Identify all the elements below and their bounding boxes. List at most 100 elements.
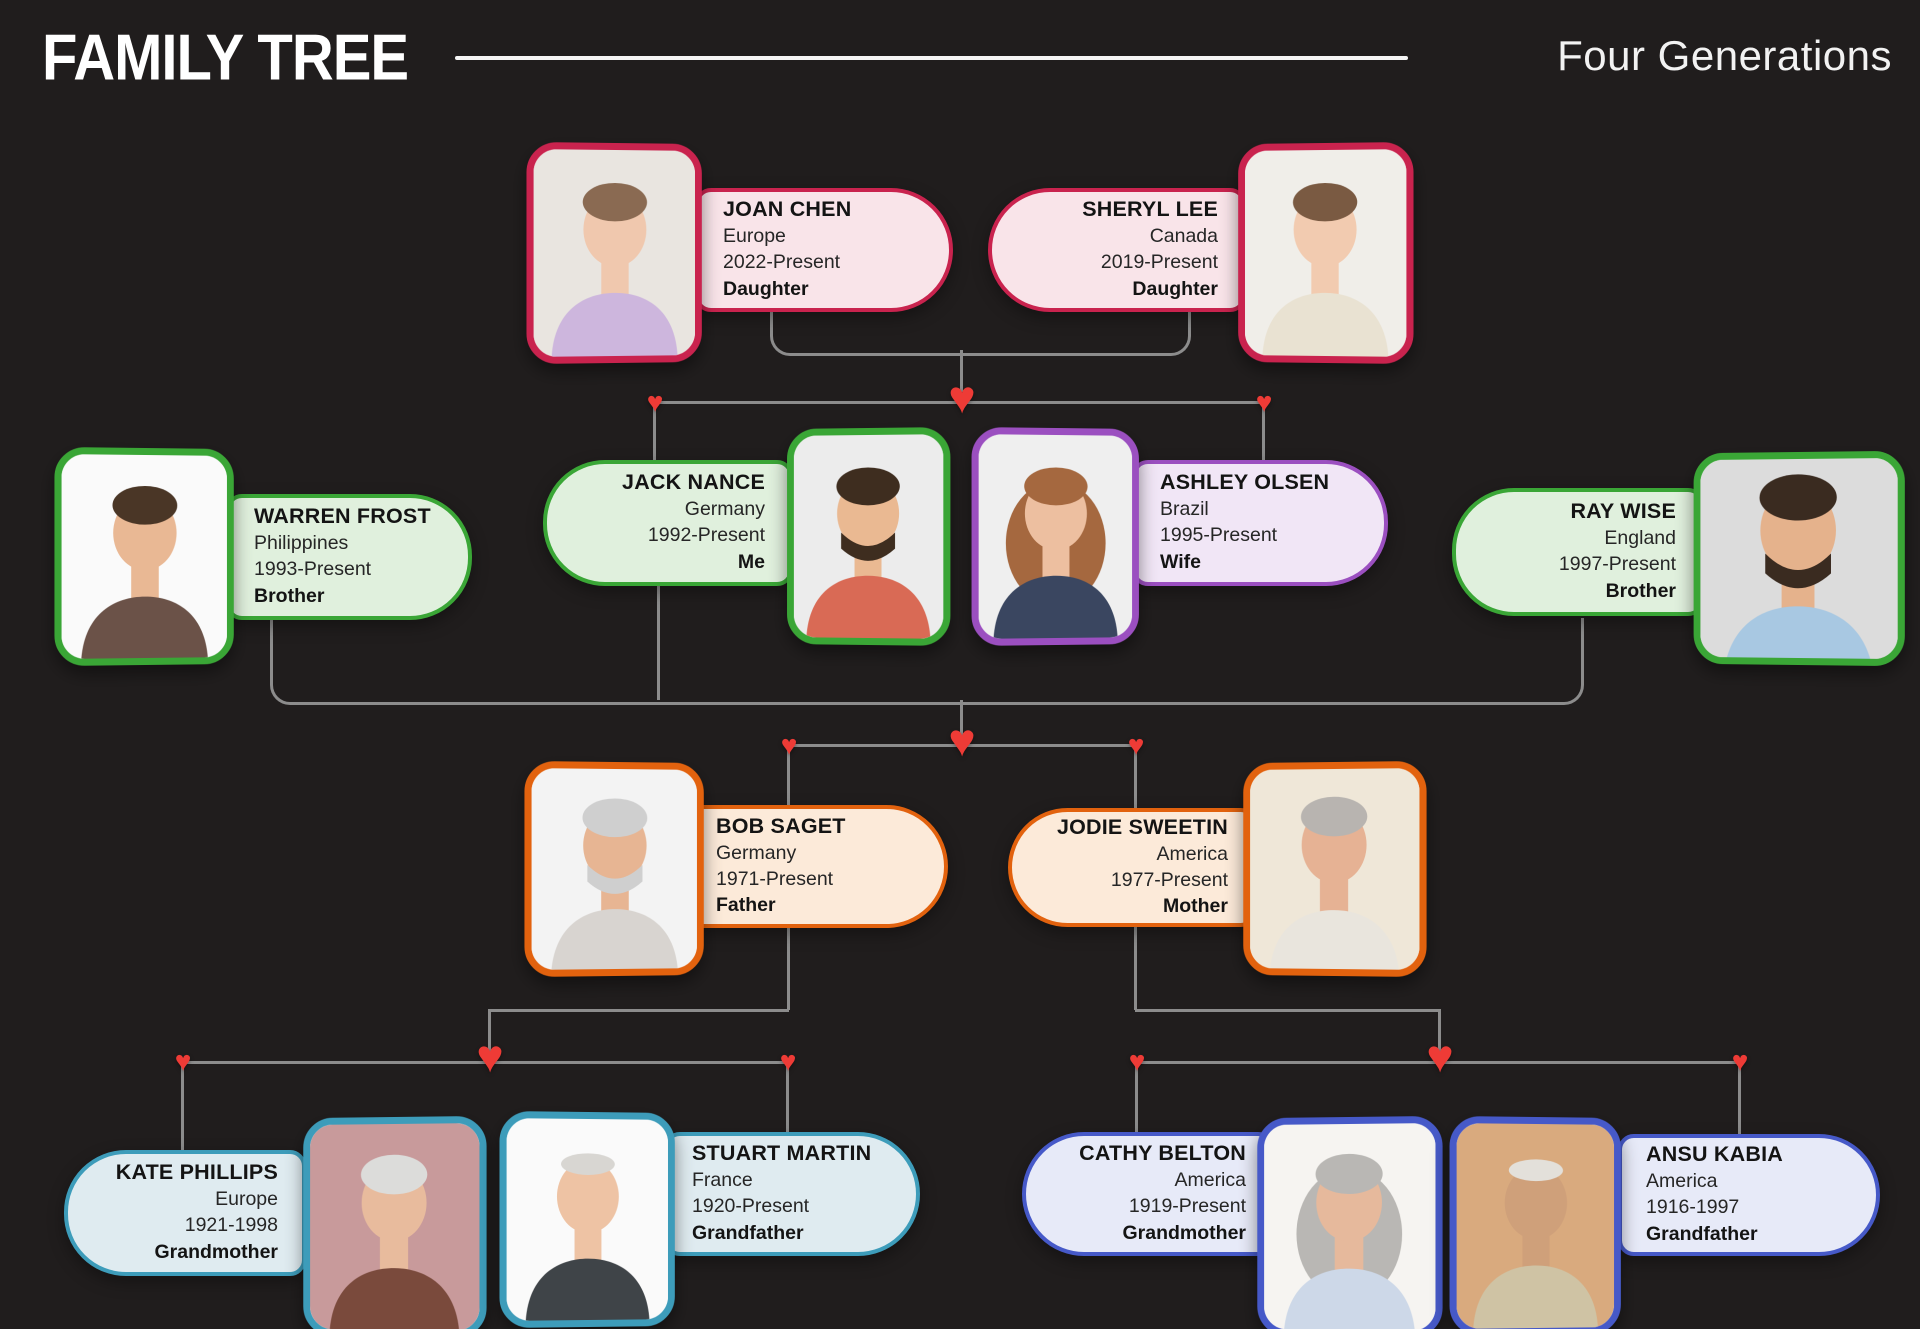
heart-icon: ♥ — [1731, 1045, 1749, 1077]
person-origin: America — [1156, 842, 1228, 865]
avatar-frame — [54, 446, 234, 667]
person-origin: Germany — [716, 841, 797, 864]
avatar — [310, 1123, 480, 1329]
avatar-frame — [787, 427, 951, 646]
avatar — [793, 434, 944, 639]
person-origin: Germany — [684, 498, 765, 521]
person-origin: France — [692, 1169, 753, 1192]
avatar — [1700, 457, 1898, 660]
person-panel: STUART MARTIN France 1920-Present Grandf… — [664, 1132, 920, 1256]
connector-line — [183, 1061, 788, 1064]
title-divider-line — [455, 56, 1408, 60]
person-name: SHERYL LEE — [1082, 197, 1218, 222]
heart-icon: ♥ — [1127, 729, 1145, 761]
avatar-frame — [1243, 760, 1427, 978]
avatar — [61, 454, 227, 659]
person-name: RAY WISE — [1570, 499, 1676, 524]
person-name: JOAN CHEN — [723, 197, 852, 222]
person-years: 1993-Present — [254, 558, 372, 581]
person-years: 1997-Present — [1558, 553, 1676, 576]
connector-line — [1134, 745, 1137, 809]
person-panel: BOB SAGET Germany 1971-Present Father — [688, 805, 948, 928]
connector-line — [960, 350, 963, 392]
heart-icon: ♥ — [476, 1030, 504, 1083]
avatar — [1456, 1123, 1615, 1329]
connector-line — [1262, 402, 1265, 460]
person-panel: RAY WISE England 1997-Present Brother — [1452, 488, 1704, 616]
avatar-frame — [971, 426, 1139, 647]
person-origin: America — [1646, 1170, 1718, 1193]
connector-line — [786, 1062, 789, 1133]
connector-line — [1134, 926, 1137, 1010]
person-relation: Father — [716, 894, 776, 917]
person-panel: JODIE SWEETIN America 1977-Present Mothe… — [1008, 808, 1256, 927]
person-relation: Daughter — [1132, 277, 1218, 300]
avatar-frame — [1693, 450, 1905, 667]
person-origin: America — [1174, 1169, 1246, 1192]
connector-line — [655, 401, 1264, 404]
avatar-frame — [524, 760, 704, 978]
person-origin: Europe — [215, 1188, 278, 1211]
person-years: 1921-1998 — [184, 1214, 278, 1237]
person-years: 1971-Present — [716, 867, 834, 890]
heart-icon: ♥ — [780, 729, 798, 761]
heart-icon: ♥ — [779, 1045, 797, 1077]
person-panel: SHERYL LEE Canada 2019-Present Daughter — [988, 188, 1246, 312]
page-title: FAMILY TREE — [42, 21, 409, 94]
heart-icon: ♥ — [174, 1045, 192, 1077]
person-years: 1919-Present — [1128, 1195, 1246, 1218]
heart-icon: ♥ — [1426, 1030, 1454, 1083]
person-years: 1995-Present — [1160, 524, 1278, 547]
avatar-frame — [1449, 1115, 1621, 1329]
person-panel: JOAN CHEN Europe 2022-Present Daughter — [695, 188, 953, 312]
person-name: KATE PHILLIPS — [115, 1160, 278, 1185]
avatar-frame — [526, 141, 702, 365]
connector-line — [657, 586, 660, 700]
person-origin: Canada — [1149, 225, 1218, 248]
connector-line — [489, 1009, 789, 1012]
person-relation: Mother — [1163, 895, 1228, 918]
person-panel: KATE PHILLIPS Europe 1921-1998 Grandmoth… — [64, 1150, 306, 1276]
connector-line — [1135, 1062, 1138, 1133]
person-years: 1920-Present — [692, 1195, 810, 1218]
person-name: ANSU KABIA — [1646, 1142, 1783, 1167]
person-panel: ASHLEY OLSEN Brazil 1995-Present Wife — [1132, 460, 1388, 586]
avatar-frame — [499, 1110, 675, 1329]
connector-line — [1135, 1009, 1440, 1012]
connector-line — [270, 618, 1584, 705]
person-name: ASHLEY OLSEN — [1160, 470, 1330, 495]
person-name: JACK NANCE — [622, 470, 765, 495]
avatar — [1264, 1123, 1436, 1329]
connector-line — [181, 1062, 184, 1150]
person-years: 1992-Present — [647, 524, 765, 547]
connector-line — [960, 700, 963, 742]
connector-line — [787, 928, 790, 1010]
avatar — [533, 149, 695, 357]
person-name: CATHY BELTON — [1079, 1141, 1246, 1166]
connector-line — [1137, 1061, 1740, 1064]
connector-line — [1438, 1009, 1441, 1057]
person-relation: Grandmother — [1122, 1221, 1246, 1244]
avatar — [506, 1118, 668, 1321]
person-origin: Brazil — [1160, 498, 1209, 521]
person-relation: Daughter — [723, 277, 809, 300]
avatar — [1245, 149, 1407, 357]
heart-icon: ♥ — [1255, 386, 1273, 418]
avatar-frame — [1238, 141, 1414, 365]
connector-line — [653, 402, 656, 460]
page-subtitle: Four Generations — [1557, 32, 1892, 79]
connector-line — [488, 1009, 491, 1057]
person-relation: Grandfather — [1646, 1222, 1758, 1245]
person-name: JODIE SWEETIN — [1056, 814, 1228, 839]
avatar — [978, 434, 1133, 639]
person-panel: WARREN FROST Philippines 1993-Present Br… — [226, 494, 472, 620]
person-panel: ANSU KABIA America 1916-1997 Grandfather — [1618, 1134, 1880, 1256]
person-origin: Europe — [723, 225, 786, 248]
person-origin: England — [1604, 527, 1676, 550]
person-relation: Brother — [254, 584, 325, 607]
heart-icon: ♥ — [948, 371, 976, 424]
connector-line — [789, 744, 1136, 747]
person-name: STUART MARTIN — [692, 1141, 872, 1166]
person-origin: Philippines — [254, 532, 349, 555]
